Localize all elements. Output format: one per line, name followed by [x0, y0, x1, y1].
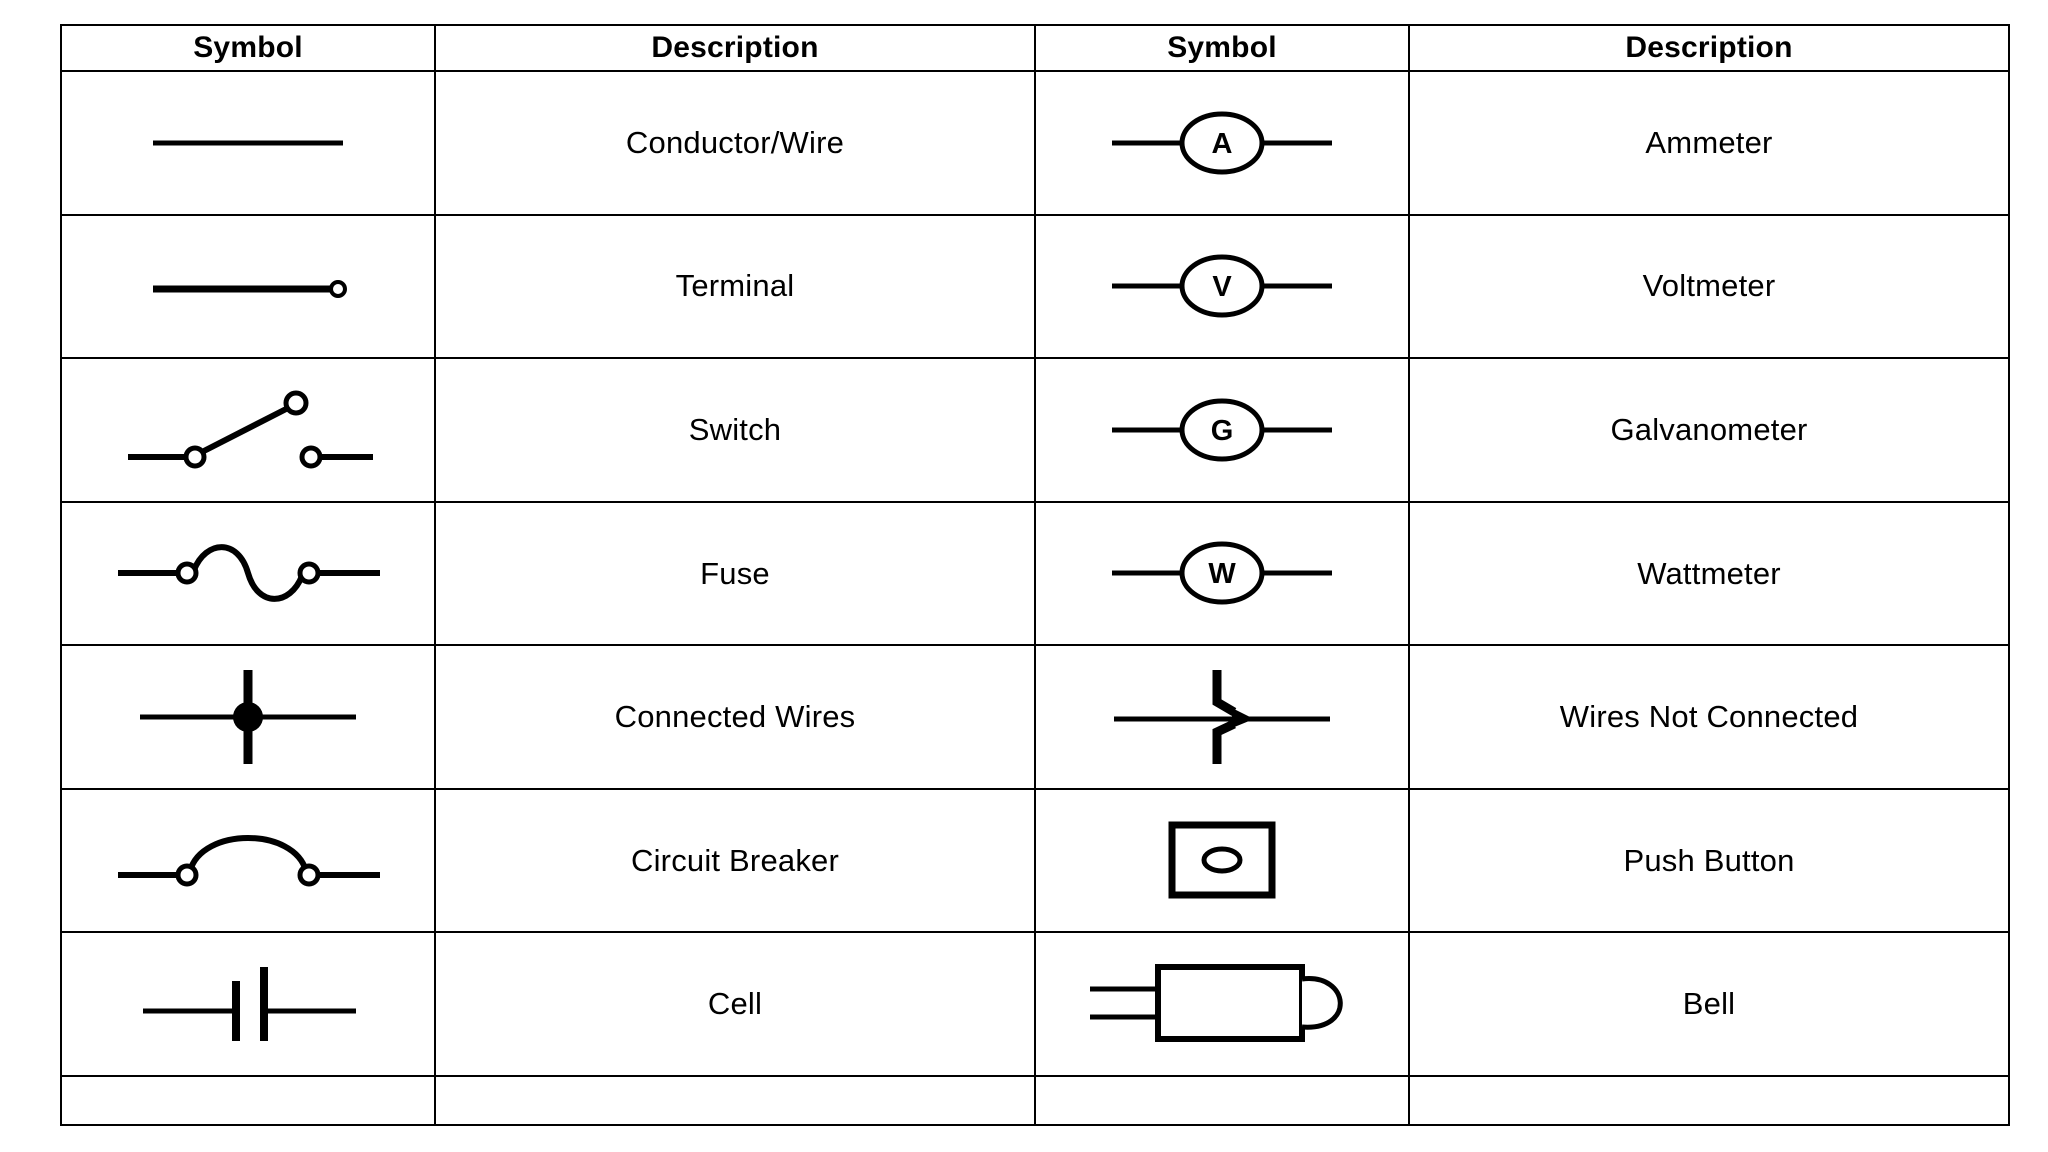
- symbol-cell-connected-wires: [59, 644, 437, 790]
- table-row: Terminal V Voltmeter: [59, 213, 2010, 360]
- description-cell-circuit-breaker: Circuit Breaker: [434, 787, 1036, 934]
- description-cell-push-button: Push Button: [1408, 787, 2010, 934]
- description-text: Wires Not Connected: [1559, 699, 1859, 735]
- wattmeter-icon: W: [1111, 541, 1332, 605]
- fuse-icon: [118, 544, 380, 603]
- description-text: Bell: [1682, 986, 1736, 1022]
- description-text: Ammeter: [1645, 124, 1773, 160]
- table-row: Switch G Galvanometer: [59, 357, 2010, 503]
- description-cell-bell: Bell: [1408, 931, 2010, 1077]
- symbol-cell-push-button: [1033, 787, 1411, 934]
- description-text: Circuit Breaker: [631, 842, 839, 878]
- table-row: Connected Wires Wires Not Connected: [59, 644, 2010, 790]
- description-cell-wires-not-connected: Wires Not Connected: [1408, 644, 2010, 790]
- switch-icon: [128, 390, 373, 469]
- description-cell-terminal: Terminal: [434, 213, 1036, 360]
- header-symbol-right: Symbol: [1033, 24, 1411, 72]
- description-cell-connected-wires: Connected Wires: [434, 644, 1036, 790]
- bell-icon: [1089, 963, 1343, 1042]
- symbol-cell-switch: [59, 357, 437, 503]
- symbol-cell-ammeter: A: [1033, 70, 1411, 216]
- description-text: Push Button: [1623, 842, 1795, 878]
- symbol-cell-bell: [1033, 931, 1411, 1077]
- table-row: Conductor/Wire A Ammeter: [59, 70, 2010, 216]
- description-text: Cell: [707, 986, 763, 1022]
- table-row: Fuse W Wattmeter: [59, 500, 2010, 647]
- table-row: Cell Bell: [59, 931, 2010, 1077]
- description-text: Fuse: [700, 555, 770, 591]
- symbol-cell-fuse: [59, 500, 437, 647]
- description-text: Galvanometer: [1610, 412, 1808, 447]
- symbol-cell-conductor-wire: [59, 70, 437, 216]
- empty-cell-3: [1033, 1074, 1411, 1127]
- symbol-cell-voltmeter: V: [1033, 213, 1411, 360]
- meter-letter-a: A: [1212, 128, 1233, 160]
- header-symbol-left: Symbol: [59, 24, 437, 72]
- terminal-icon: [153, 280, 347, 299]
- connected-wires-icon: [140, 669, 356, 764]
- meter-letter-w: W: [1208, 558, 1236, 590]
- symbol-cell-galvanometer: G: [1033, 357, 1411, 503]
- wires-not-connected-icon: [1113, 669, 1330, 764]
- meter-letter-v: V: [1212, 271, 1232, 303]
- description-cell-conductor-wire: Conductor/Wire: [434, 70, 1036, 216]
- description-text: Terminal: [675, 268, 795, 304]
- description-cell-voltmeter: Voltmeter: [1408, 213, 2010, 360]
- description-cell-fuse: Fuse: [434, 500, 1036, 647]
- symbol-cell-wattmeter: W: [1033, 500, 1411, 647]
- table-empty-row: [59, 1074, 2010, 1127]
- header-description-left: Description: [434, 24, 1036, 72]
- meter-letter-g: G: [1211, 415, 1234, 447]
- cell-icon: [143, 966, 356, 1041]
- table-header-row: Symbol Description Symbol Description: [59, 24, 2010, 72]
- description-cell-ammeter: Ammeter: [1408, 70, 2010, 216]
- description-cell-galvanometer: Galvanometer: [1408, 357, 2010, 503]
- ammeter-icon: A: [1111, 111, 1332, 175]
- circuit-symbols-table: Symbol Description Symbol Description Co…: [59, 24, 2010, 1127]
- symbol-cell-cell: [59, 931, 437, 1077]
- description-cell-cell: Cell: [434, 931, 1036, 1077]
- header-description-right: Description: [1408, 24, 2010, 72]
- description-cell-switch: Switch: [434, 357, 1036, 503]
- voltmeter-icon: V: [1111, 254, 1332, 318]
- description-text: Voltmeter: [1642, 268, 1776, 304]
- description-text: Conductor/Wire: [625, 124, 845, 160]
- description-text: Connected Wires: [614, 699, 856, 735]
- empty-cell-4: [1408, 1074, 2010, 1127]
- description-text: Switch: [688, 412, 782, 447]
- description-cell-wattmeter: Wattmeter: [1408, 500, 2010, 647]
- conductor-wire-icon: [153, 140, 343, 146]
- symbol-cell-circuit-breaker: [59, 787, 437, 934]
- empty-cell-1: [59, 1074, 437, 1127]
- circuit-breaker-icon: [118, 835, 380, 887]
- description-text: Wattmeter: [1637, 555, 1781, 591]
- empty-cell-2: [434, 1074, 1036, 1127]
- push-button-icon: [1168, 821, 1276, 899]
- symbol-cell-wires-not-connected: [1033, 644, 1411, 790]
- table-row: Circuit Breaker Push Button: [59, 787, 2010, 934]
- galvanometer-icon: G: [1111, 398, 1332, 462]
- symbol-cell-terminal: [59, 213, 437, 360]
